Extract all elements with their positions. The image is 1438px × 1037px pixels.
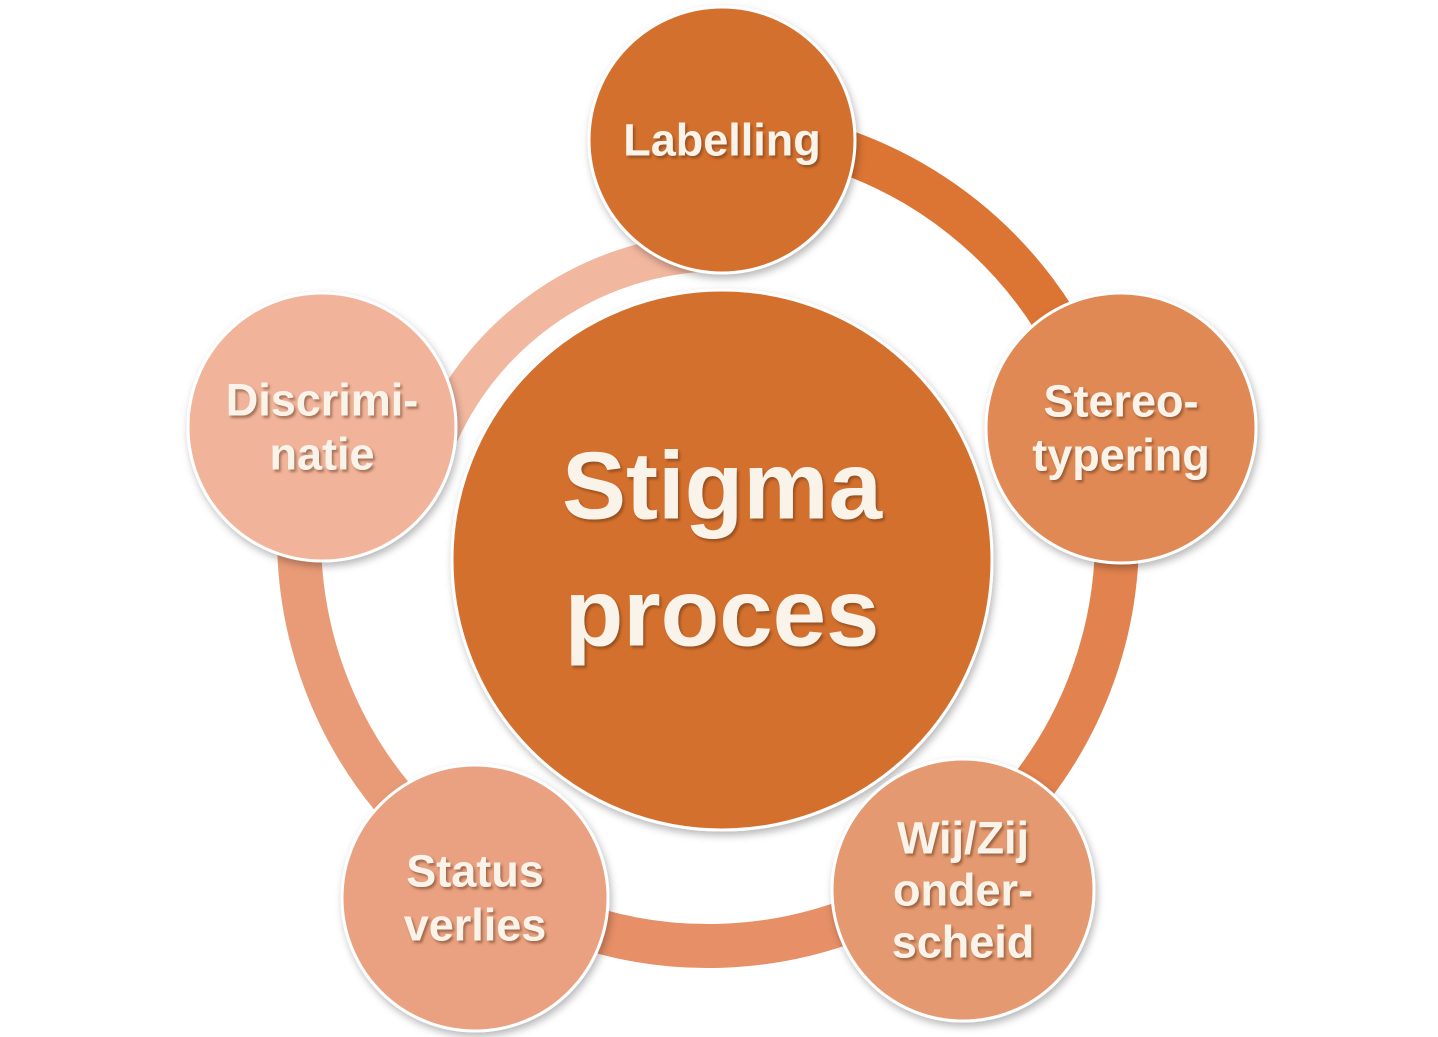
node-stereotypering-label-line2: typering (1032, 430, 1210, 481)
node-wij-zij-onderscheid: Wij/Zij onder- scheid (830, 757, 1096, 1023)
node-discriminatie-circle (186, 291, 458, 563)
node-discriminatie-label-line2: natie (269, 429, 374, 480)
node-status-verlies-label-line1: Status (406, 846, 544, 897)
node-labelling-circle (587, 5, 857, 275)
node-stigma-proces: Stigma proces (450, 288, 994, 832)
node-status-verlies: Status verlies (340, 763, 610, 1033)
node-stereotypering: Stereo- typering (984, 291, 1258, 565)
node-wij-zij-label-line3: scheid (892, 917, 1035, 968)
node-wij-zij-onderscheid-circle (830, 757, 1096, 1023)
node-wij-zij-label-line2: onder- (893, 865, 1033, 916)
center-label-line1: Stigma (562, 433, 883, 540)
node-stereotypering-circle (984, 291, 1258, 565)
node-labelling-label: Labelling (623, 115, 821, 166)
center-label-line2: proces (565, 560, 880, 667)
node-discriminatie: Discrimi- natie (186, 291, 458, 563)
node-discriminatie-label-line1: Discrimi- (226, 375, 419, 426)
node-status-verlies-label-line2: verlies (404, 900, 547, 951)
node-labelling: Labelling (587, 5, 857, 275)
node-status-verlies-circle (340, 763, 610, 1033)
node-wij-zij-label-line1: Wij/Zij (897, 813, 1029, 864)
node-stereotypering-label-line1: Stereo- (1043, 376, 1198, 427)
node-stigma-proces-circle (450, 288, 994, 832)
